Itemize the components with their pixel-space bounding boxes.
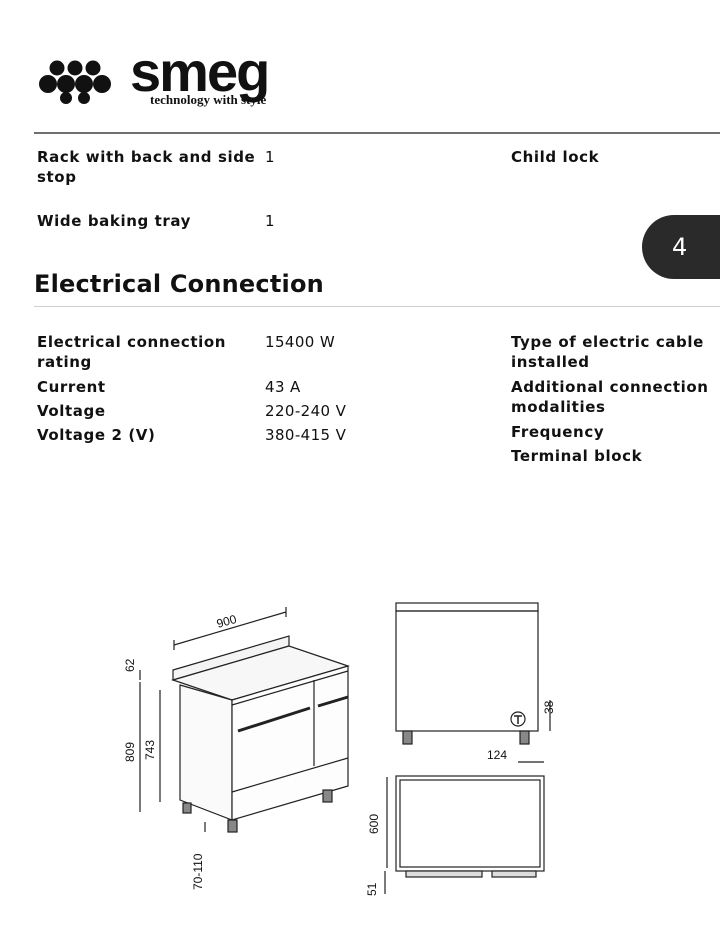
dimension-body-height: 743	[143, 740, 157, 760]
electrical-label: Terminal block	[511, 447, 643, 465]
electrical-label: Additional connection modalities	[511, 378, 709, 416]
accessory-label: Rack with back and side stop	[37, 148, 256, 186]
dimension-door-depth: 51	[365, 882, 379, 896]
electrical-label: Type of electric cable installed	[511, 333, 704, 371]
brand-tagline: technology with style	[150, 92, 267, 107]
electrical-label: Frequency	[511, 423, 605, 441]
page-number-tab[interactable]: 4	[642, 215, 720, 279]
section-divider	[34, 306, 720, 307]
header-divider	[34, 132, 720, 134]
electrical-value: 43 A	[265, 378, 301, 396]
smeg-logo: smeg technology with style	[38, 44, 298, 110]
electrical-value: 380-415 V	[265, 426, 347, 444]
electrical-value: 15400 W	[265, 333, 336, 351]
dimension-depth: 600	[367, 814, 381, 834]
section-title: Electrical Connection	[34, 270, 324, 298]
dimension-feet: 70-110	[191, 853, 205, 890]
page-number: 4	[672, 233, 688, 261]
plug-icon	[510, 711, 526, 727]
smeg-dots-icon	[39, 60, 111, 104]
accessory-label: Child lock	[511, 148, 600, 166]
dimension-plug-height: 38	[542, 700, 556, 714]
accessory-label: Wide baking tray	[37, 212, 192, 230]
accessory-value: 1	[265, 212, 275, 230]
dimension-plug-offset: 124	[487, 748, 507, 762]
accessory-value: 1	[265, 148, 275, 166]
electrical-label: Voltage	[37, 402, 106, 420]
dimension-backsplash: 62	[123, 658, 137, 672]
dimension-width: 900	[215, 612, 238, 631]
electrical-label: Current	[37, 378, 106, 396]
brand-name: smeg	[130, 40, 270, 103]
dimension-total-height: 809	[123, 742, 137, 762]
electrical-label: Electrical connection rating	[37, 333, 227, 371]
electrical-label: Voltage 2 (V)	[37, 426, 156, 444]
electrical-value: 220-240 V	[265, 402, 347, 420]
